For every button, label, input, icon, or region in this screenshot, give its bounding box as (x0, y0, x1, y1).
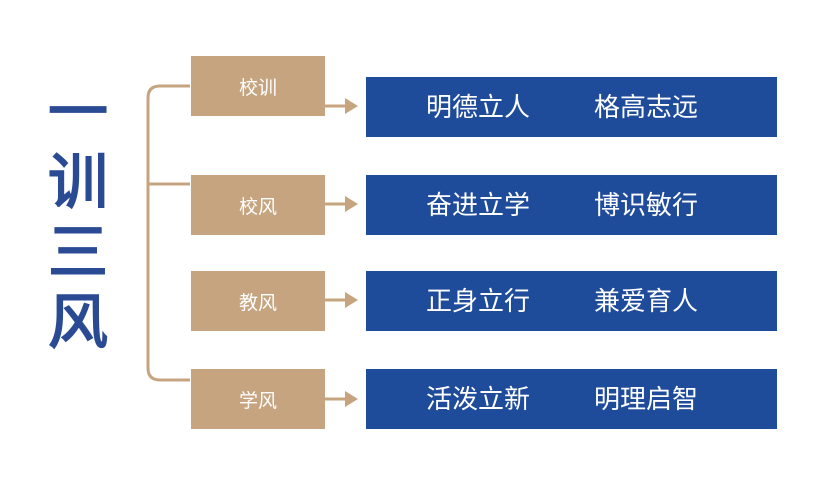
title-char-4: 风 (48, 288, 108, 358)
diagram-title: 一 训 三 风 (44, 78, 112, 358)
arrow-row-4 (325, 391, 358, 407)
title-char-1: 一 (48, 78, 108, 148)
motto-phrase-1-row-3: 正身立行 (426, 287, 531, 317)
label-box-row-1: 校训 (191, 56, 325, 116)
label-text-row-4: 学风 (238, 389, 277, 412)
label-box-row-3: 教风 (191, 271, 325, 331)
motto-phrase-2-row-1: 格高志远 (594, 93, 699, 123)
bracket-line (146, 84, 190, 382)
label-text-row-2: 校风 (238, 195, 277, 218)
label-text-row-3: 教风 (238, 291, 277, 314)
motto-phrase-1-row-4: 活泼立新 (426, 385, 531, 415)
motto-box-row-4: 活泼立新 明理启智 (366, 369, 777, 429)
motto-phrase-1-row-1: 明德立人 (426, 93, 531, 123)
motto-box-row-2: 奋进立学 博识敏行 (366, 175, 777, 235)
arrow-row-3 (325, 292, 358, 308)
label-box-row-4: 学风 (191, 369, 325, 429)
label-text-row-1: 校训 (238, 76, 277, 99)
arrow-row-2 (325, 196, 358, 212)
motto-phrase-2-row-3: 兼爱育人 (594, 287, 699, 317)
motto-phrase-2-row-4: 明理启智 (594, 385, 699, 415)
title-char-3: 三 (48, 218, 108, 288)
motto-phrase-1-row-2: 奋进立学 (426, 191, 531, 221)
motto-phrase-2-row-2: 博识敏行 (594, 191, 699, 221)
label-box-row-2: 校风 (191, 175, 325, 235)
motto-box-row-1: 明德立人 格高志远 (366, 77, 777, 137)
motto-box-row-3: 正身立行 兼爱育人 (366, 271, 777, 331)
arrow-row-1 (325, 98, 358, 114)
title-char-2: 训 (48, 148, 108, 218)
